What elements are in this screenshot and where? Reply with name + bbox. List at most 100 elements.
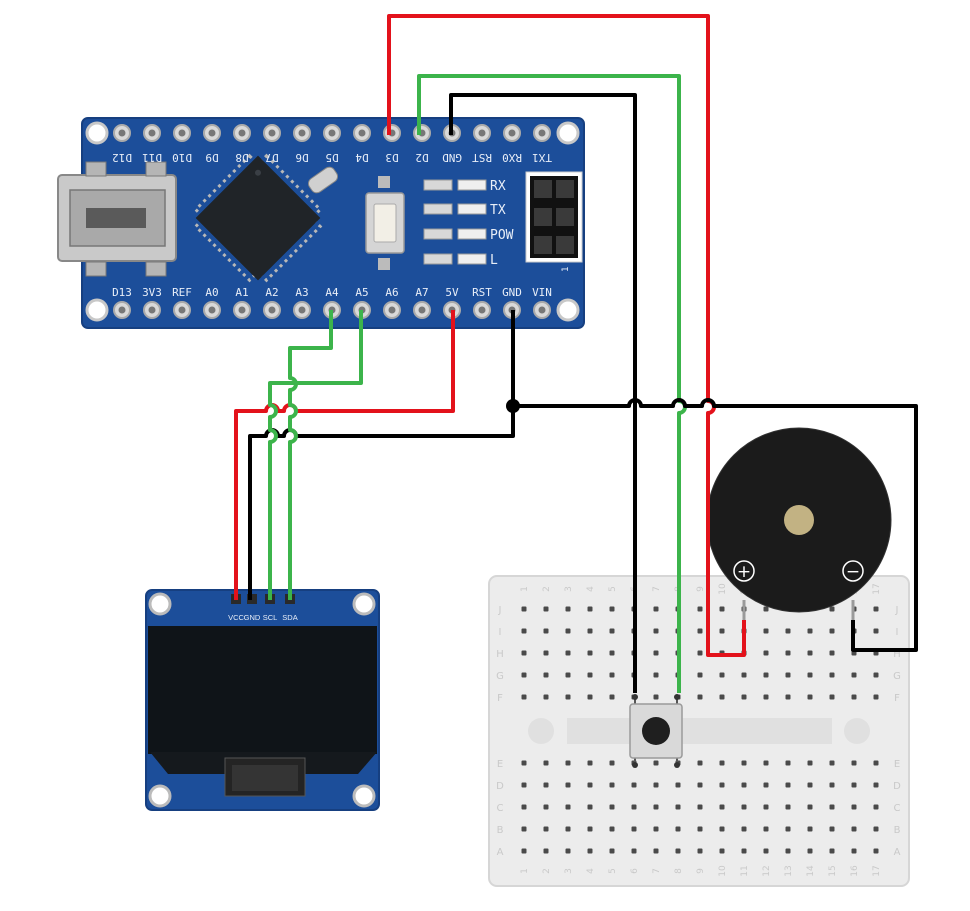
breadboard-hole — [587, 848, 593, 854]
breadboard-hole — [697, 782, 703, 788]
reset-button — [365, 176, 405, 270]
breadboard-hole — [565, 848, 571, 854]
breadboard-hole — [565, 760, 571, 766]
bb-column-label-bottom: 1 — [520, 868, 530, 874]
nano-top-pin-label: D9 — [205, 151, 218, 164]
nano-top-pin-hole — [298, 129, 306, 137]
breadboard-hole — [609, 606, 615, 612]
nano-top-pin-label: D11 — [142, 151, 162, 164]
led-label-pow: POW — [490, 228, 514, 243]
nano-top-pin-hole — [178, 129, 186, 137]
bb-row-label-right: C — [894, 803, 901, 814]
bb-column-label-top: 2 — [542, 586, 552, 592]
breadboard-hole — [543, 628, 549, 634]
breadboard-hole — [763, 826, 769, 832]
bb-row-label-right: H — [893, 649, 901, 660]
breadboard-hole — [719, 694, 725, 700]
breadboard-hole — [763, 848, 769, 854]
led-label-tx: TX — [490, 203, 506, 218]
nano-top-pin-label: D10 — [172, 151, 192, 164]
oled-pin-label: GND — [244, 613, 261, 622]
breadboard-hole — [543, 804, 549, 810]
nano-top-pin-hole — [148, 129, 156, 137]
bb-column-label-bottom: 12 — [762, 865, 772, 876]
bb-column-label-bottom: 5 — [608, 868, 618, 874]
breadboard-hole — [587, 628, 593, 634]
bb-row-label-right: F — [894, 693, 900, 704]
breadboard-hole — [741, 760, 747, 766]
bb-row-label-right: E — [894, 759, 900, 770]
breadboard-hole — [697, 826, 703, 832]
buzzer-plus-label: + — [737, 562, 751, 582]
buzzer: + − — [706, 427, 892, 652]
breadboard-hole — [873, 628, 879, 634]
breadboard-hole — [807, 782, 813, 788]
breadboard-hole — [785, 848, 791, 854]
nano-bottom-pin-label: A7 — [415, 286, 428, 299]
breadboard-hole — [587, 672, 593, 678]
breadboard-hole — [785, 826, 791, 832]
nano-top-pin-label: D8 — [235, 151, 248, 164]
breadboard-hole — [807, 628, 813, 634]
breadboard-hole — [851, 760, 857, 766]
breadboard-hole — [675, 782, 681, 788]
nano-top-pin-hole — [478, 129, 486, 137]
bb-column-label-bottom: 11 — [740, 865, 750, 876]
breadboard-hole — [829, 672, 835, 678]
push-button — [629, 694, 683, 768]
bb-row-label-d: D — [496, 781, 504, 792]
nano-top-pin-hole — [268, 129, 276, 137]
breadboard-hole — [565, 606, 571, 612]
nano-top-pin-label: TX1 — [532, 151, 552, 164]
breadboard-hole — [785, 804, 791, 810]
wire-gnd-to-button — [449, 93, 637, 693]
breadboard-hole — [719, 804, 725, 810]
breadboard-hole — [719, 760, 725, 766]
breadboard-hole — [785, 628, 791, 634]
breadboard-hole — [543, 848, 549, 854]
breadboard-hole — [565, 782, 571, 788]
breadboard-hole — [807, 760, 813, 766]
breadboard-hole — [521, 694, 527, 700]
nano-top-pin-hole — [208, 129, 216, 137]
bb-column-label-bottom: 17 — [872, 865, 882, 876]
nano-bottom-pin-label: A0 — [205, 286, 218, 299]
nano-bottom-pin-label: A4 — [325, 286, 339, 299]
nano-bottom-pin-hole — [268, 306, 276, 314]
nano-bottom-pin-label: A5 — [355, 286, 368, 299]
breadboard-hole — [697, 804, 703, 810]
breadboard-hole — [741, 694, 747, 700]
breadboard-hole — [851, 782, 857, 788]
breadboard-hole — [587, 650, 593, 656]
breadboard-hole — [785, 782, 791, 788]
nano-top-pin-label: D12 — [112, 151, 132, 164]
breadboard-hole — [587, 782, 593, 788]
breadboard-hole — [609, 760, 615, 766]
nano-bottom-pin-label: REF — [172, 286, 192, 299]
breadboard-hole — [741, 672, 747, 678]
bb-row-label-e: E — [497, 759, 503, 770]
bb-row-label-right: G — [893, 671, 901, 682]
breadboard-hole — [565, 672, 571, 678]
status-leds: RX TX POW L — [423, 179, 514, 268]
breadboard-hole — [829, 826, 835, 832]
nano-bottom-pin-hole — [478, 306, 486, 314]
breadboard-hole — [873, 804, 879, 810]
bb-column-label-top: 3 — [564, 586, 574, 592]
breadboard-hole — [609, 826, 615, 832]
bb-column-label-top: 17 — [872, 583, 882, 594]
breadboard-hole — [719, 782, 725, 788]
breadboard-hole — [763, 672, 769, 678]
nano-bottom-pin-hole — [208, 306, 216, 314]
bb-column-label-bottom: 7 — [652, 868, 662, 874]
bb-column-label-bottom: 2 — [542, 868, 552, 874]
breadboard-hole — [719, 848, 725, 854]
usb-connector — [57, 161, 177, 277]
wire-a5-to-oled-scl — [268, 310, 363, 600]
bb-row-label-right: D — [893, 781, 901, 792]
breadboard-hole — [609, 782, 615, 788]
bb-column-label-bottom: 13 — [784, 865, 794, 876]
breadboard-hole — [719, 672, 725, 678]
